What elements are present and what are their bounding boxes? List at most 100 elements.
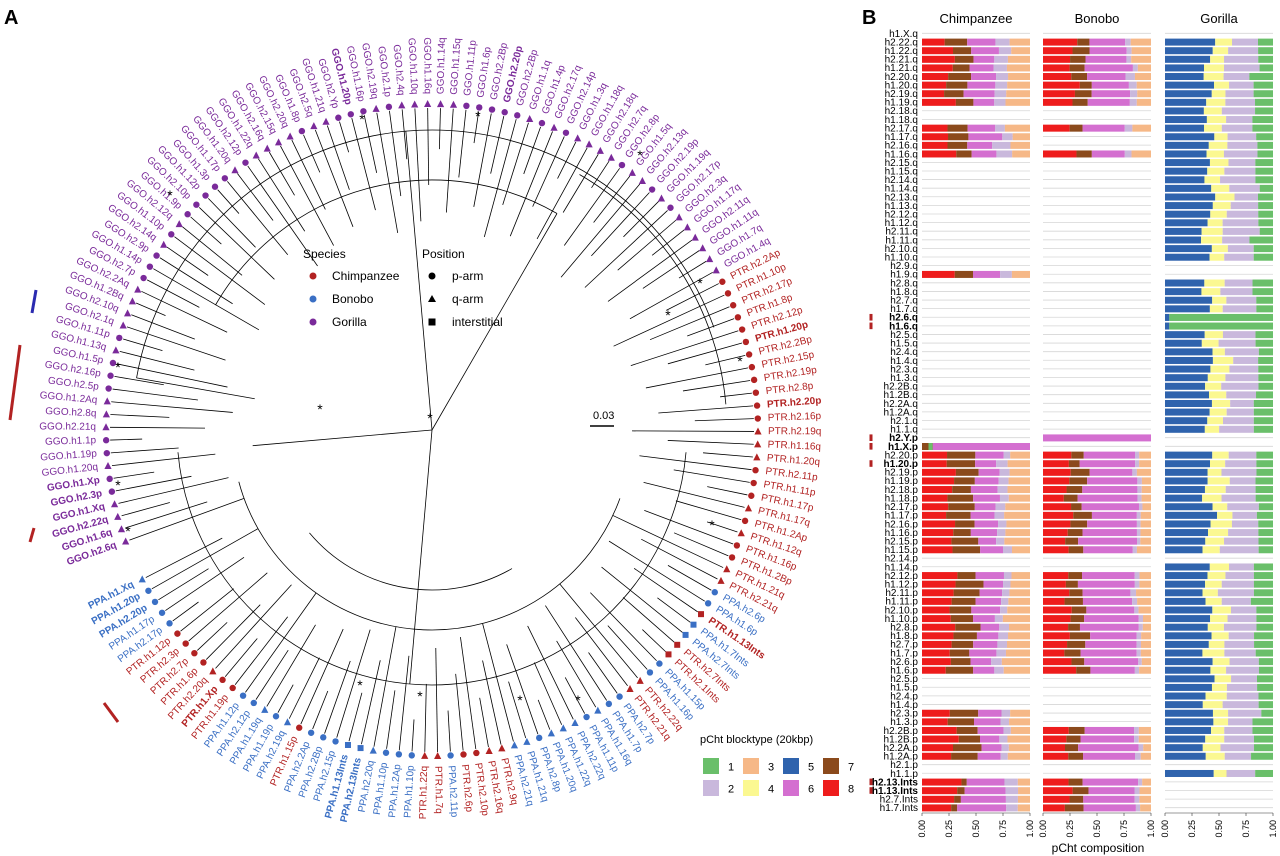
tip-marker [310, 122, 318, 130]
bar-segment [1210, 460, 1226, 468]
bar-segment [1082, 597, 1133, 605]
bar-segment [1211, 726, 1225, 734]
tip-marker [485, 746, 493, 754]
legend-swatch [703, 758, 719, 774]
row-label: h1.8.p [890, 631, 918, 642]
bar-segment [1165, 339, 1202, 347]
bar-segment [1043, 589, 1070, 597]
bar-segment [1228, 47, 1259, 55]
asterisk-icon: * [417, 688, 423, 704]
bar-segment [1165, 451, 1213, 459]
bar-segment [1073, 511, 1092, 519]
legend-swatch [823, 758, 839, 774]
bar-segment [1256, 623, 1273, 631]
bar-segment [973, 98, 995, 106]
bar-segment [1165, 47, 1213, 55]
bar-segment [994, 615, 1003, 623]
bar-segment [1005, 649, 1030, 657]
tip-marker [460, 751, 467, 758]
bar-segment [1165, 322, 1170, 330]
tip-marker [145, 587, 152, 594]
bar-segment [995, 503, 1006, 511]
bar-segment [1138, 606, 1151, 614]
bar-segment [1139, 451, 1151, 459]
tip-marker [109, 359, 117, 367]
tip-marker [737, 529, 745, 537]
tip-marker [699, 244, 707, 252]
bar-segment [964, 787, 1006, 795]
bar-segment [922, 718, 948, 726]
legend-swatch [783, 780, 799, 796]
bar-segment [1165, 253, 1210, 261]
row-label: h1.17.q [885, 132, 918, 143]
bar-segment [1165, 193, 1216, 201]
bar-segment [1222, 331, 1256, 339]
position-legend-title: Position [422, 247, 465, 261]
bar-segment [1068, 546, 1084, 554]
bar-segment [1249, 73, 1273, 81]
bar-segment [1043, 795, 1070, 803]
bar-segment [1165, 176, 1205, 184]
bar-segment [1165, 133, 1215, 141]
bar-segment [1089, 38, 1126, 46]
bar-segment [1204, 279, 1225, 287]
asterisk-icon: * [357, 677, 363, 693]
bar-segment [966, 778, 1005, 786]
tip-label: GGO.h2.8q [45, 406, 97, 419]
bar-segment [1043, 615, 1071, 623]
tip-marker [424, 100, 432, 108]
bar-segment [1254, 744, 1273, 752]
tip-marker [252, 151, 260, 159]
tip-marker [286, 132, 294, 140]
tip-marker [559, 724, 567, 732]
row-label: h2.20.q [885, 72, 918, 83]
highlight-bar [28, 527, 36, 543]
asterisk-icon: * [697, 275, 703, 291]
bar-segment [1165, 90, 1212, 98]
tip-marker [488, 106, 496, 113]
bar-segment [1165, 365, 1211, 373]
bar-segment [1208, 529, 1229, 537]
x-tick-label: 1.00 [1268, 820, 1278, 838]
x-tick-label: 0.25 [1187, 820, 1197, 838]
bar-segment [1258, 348, 1273, 356]
bar-segment [1134, 572, 1140, 580]
bar-segment [1219, 425, 1254, 433]
bar-segment [922, 55, 955, 63]
row-label: h1.4.p [890, 700, 918, 711]
bar-segment [971, 606, 1001, 614]
bar-segment [1079, 623, 1139, 631]
bar-segment [1071, 503, 1082, 511]
tip-marker [385, 103, 393, 111]
bar-segment [1253, 580, 1273, 588]
bar-segment [1130, 38, 1151, 46]
bar-segment [946, 460, 976, 468]
bar-segment [973, 615, 995, 623]
tip-marker [202, 192, 209, 199]
tip-marker [283, 718, 292, 726]
bar-segment [1066, 486, 1083, 494]
tip-marker [116, 334, 123, 342]
row-label: h2.19.p [885, 468, 919, 479]
row-label: h2.4.p [890, 691, 918, 702]
bar-segment [1043, 640, 1068, 648]
bar-segment [1212, 658, 1230, 666]
bar-segment [1258, 374, 1273, 382]
x-tick-label: 0.75 [998, 820, 1008, 838]
tip-label: PTR.h2.8p [765, 381, 814, 397]
bar-segment [928, 443, 933, 451]
bar-segment [1215, 38, 1233, 46]
bar-segment [1138, 744, 1144, 752]
bar-segment [1140, 529, 1151, 537]
bar-segment [1069, 632, 1091, 640]
tip-marker [748, 492, 755, 499]
tip-marker [261, 705, 269, 713]
bar-segment [1207, 417, 1224, 425]
tip-marker [636, 676, 644, 684]
bar-segment [1128, 81, 1137, 89]
x-tick-label: 0.25 [944, 820, 954, 838]
row-label: h2.1.p [890, 760, 918, 771]
bar-segment [1043, 460, 1069, 468]
row-label: h1.6.p [890, 666, 918, 677]
bar-segment [1224, 279, 1253, 287]
